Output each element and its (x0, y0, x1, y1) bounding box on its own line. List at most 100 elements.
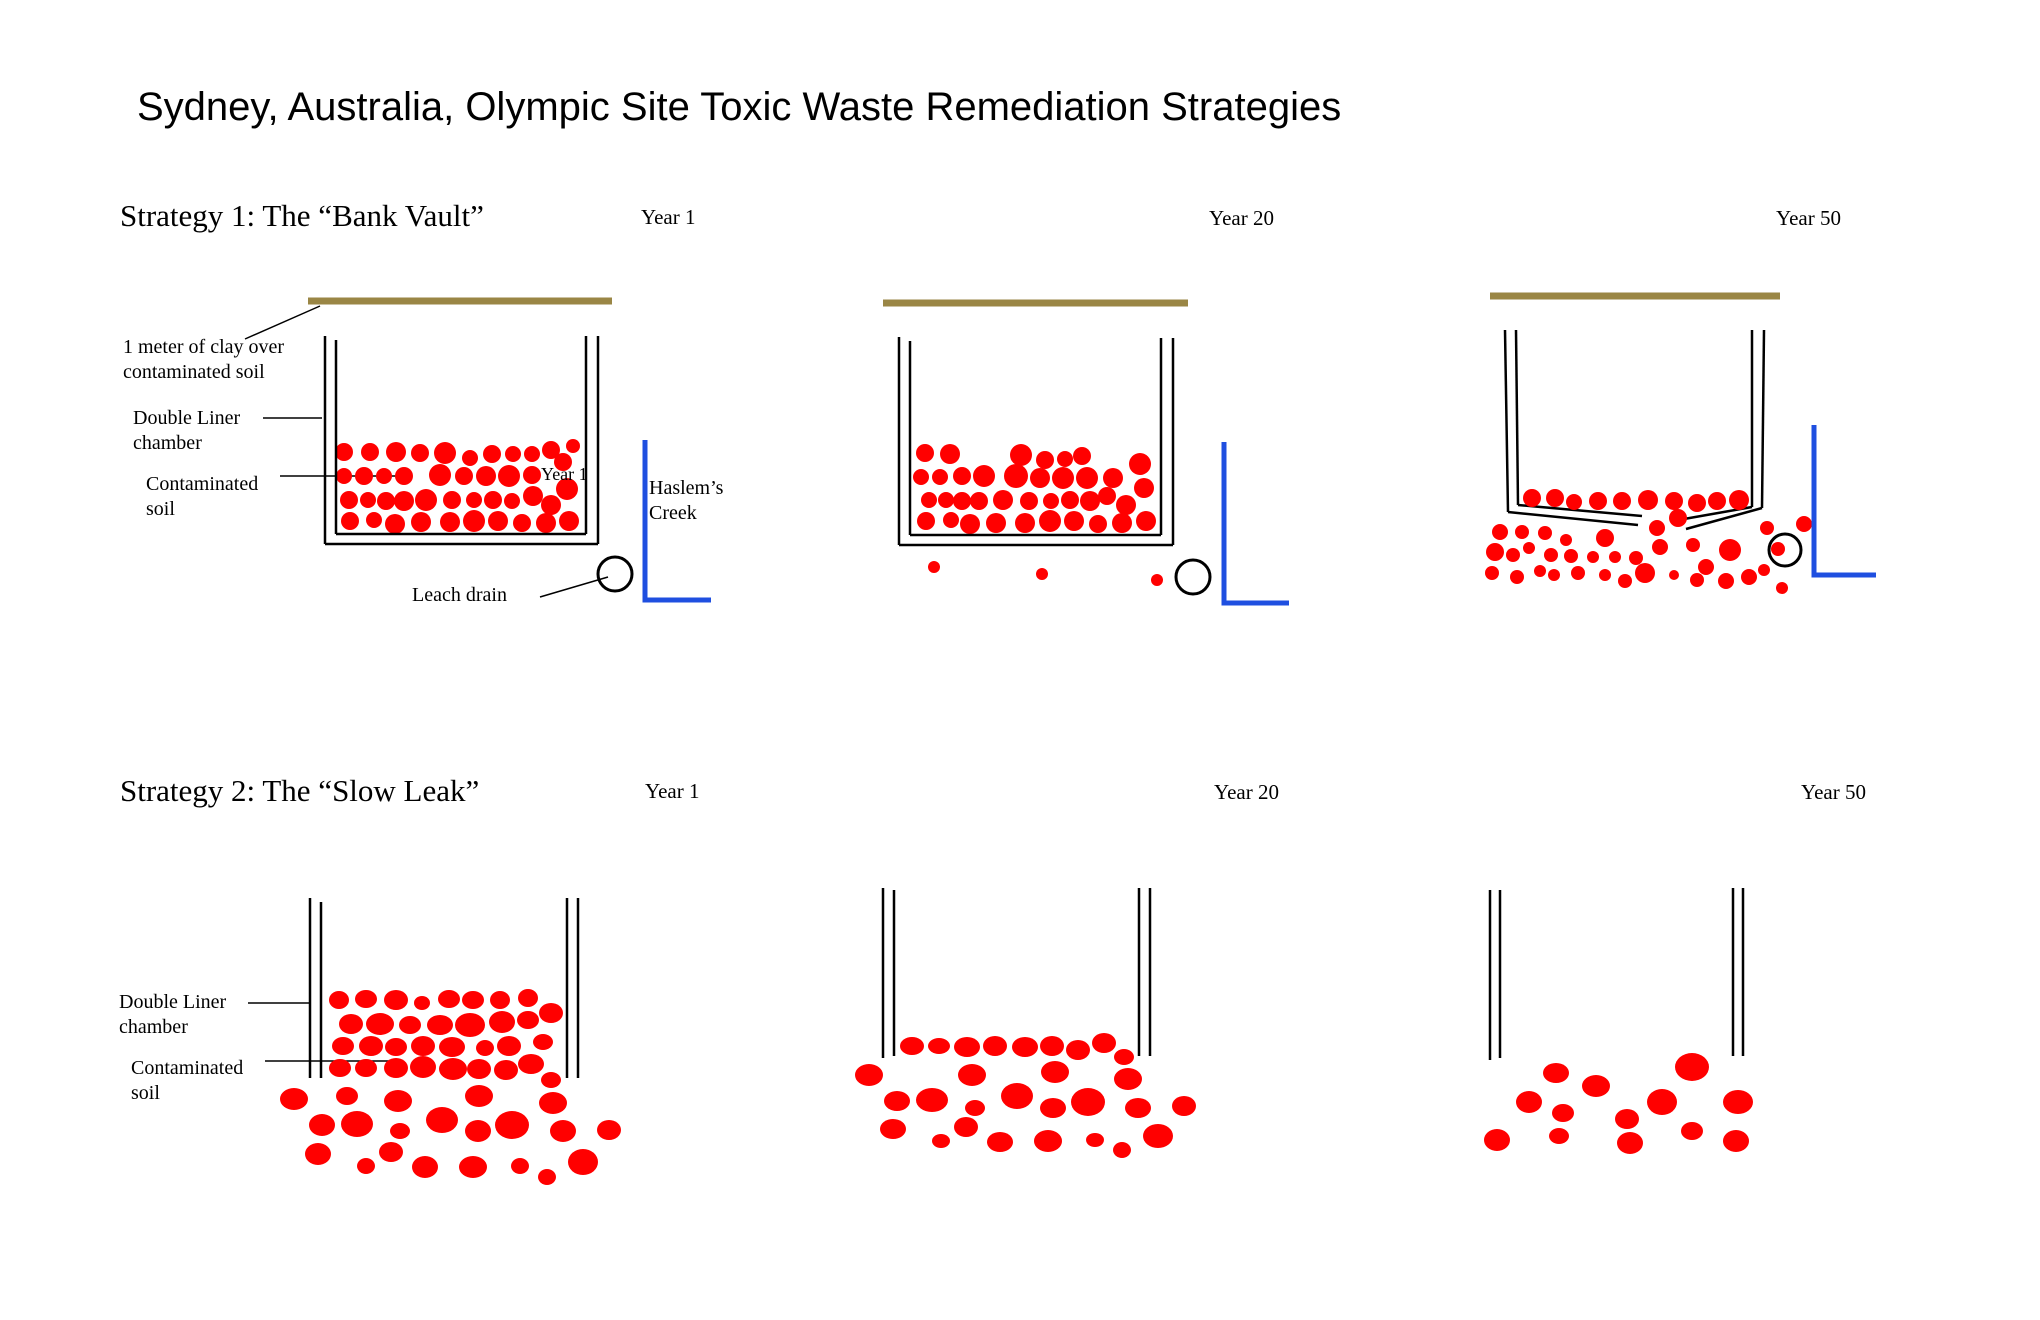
soil-particle (439, 1037, 465, 1057)
soil-particle (1098, 487, 1116, 505)
soil-particle (559, 511, 579, 531)
soil-leak-particle (1647, 1089, 1677, 1115)
soil-leak-particle (1151, 574, 1163, 586)
soil-particle (434, 442, 456, 464)
soil-leak-particle (305, 1143, 331, 1165)
soil-leak-particle (1741, 569, 1757, 585)
soil-particle (1112, 513, 1132, 533)
soil-leak-particle (1609, 551, 1621, 563)
s1-year20-panel (883, 299, 1289, 606)
soil-leak-particle (1587, 551, 1599, 563)
soil-leak-particle (1723, 1130, 1749, 1152)
soil-leak-particle (884, 1091, 910, 1111)
soil-leak-particle (1041, 1061, 1069, 1083)
soil-particle (438, 990, 460, 1008)
soil-particle (953, 492, 971, 510)
soil-particle (954, 1037, 980, 1057)
soil-particle (384, 990, 408, 1010)
soil-particle (427, 1015, 453, 1035)
soil-particle (361, 443, 379, 461)
creek-label: Haslem’s Creek (649, 476, 723, 526)
soil-particle (518, 1054, 544, 1074)
soil-leak-particle (1617, 1132, 1643, 1154)
soil-particle (917, 512, 935, 530)
soil-particle (411, 512, 431, 532)
soil-leak-particle (1515, 525, 1529, 539)
soil-leak-particle (1034, 1130, 1062, 1152)
s1-soil-label-line2: soil (146, 498, 175, 520)
s2-soil-label-line2: soil (131, 1082, 160, 1104)
soil-particle (928, 1038, 950, 1054)
soil-particle (1076, 467, 1098, 489)
soil-particle (1665, 492, 1683, 510)
soil-leak-particle (1113, 1142, 1131, 1158)
soil-leak-particle (916, 1088, 948, 1112)
soil-particle (504, 493, 520, 509)
soil-leak-particle (1040, 1098, 1066, 1118)
soil-leak-particle (1629, 551, 1643, 565)
s1-year1-panel: Year 1 (244, 297, 711, 603)
s1y50-leach-drain (1767, 532, 1803, 568)
soil-leak-particle (1675, 1053, 1709, 1081)
soil-particle (366, 1013, 394, 1035)
soil-particle (986, 513, 1006, 533)
soil-particle (359, 1036, 383, 1056)
soil-leak-particle (357, 1158, 375, 1174)
soil-particle (340, 491, 358, 509)
soil-leak-particle (1776, 582, 1788, 594)
soil-leak-particle (1718, 573, 1734, 589)
soil-particle (443, 491, 461, 509)
soil-leak-particle (412, 1156, 438, 1178)
soil-leak-particle (1114, 1068, 1142, 1090)
soil-leak-particle (336, 1087, 358, 1105)
soil-particle (1073, 447, 1091, 465)
soil-leak-particle (1758, 564, 1770, 576)
soil-particle (1039, 510, 1061, 532)
soil-particle (339, 1014, 363, 1034)
soil-particle (536, 513, 556, 533)
strategy1-heading: Strategy 1: The “Bank Vault” (120, 198, 484, 233)
soil-leak-particle (1669, 570, 1679, 580)
soil-particle (1080, 491, 1100, 511)
strategy2-year-50-label: Year 50 (1801, 780, 1866, 804)
s1y1-inner-year-label: Year 1 (541, 464, 588, 484)
soil-leak-particle (511, 1158, 529, 1174)
strategy2-heading: Strategy 2: The “Slow Leak” (120, 773, 480, 808)
soil-leak-particle (465, 1120, 491, 1142)
soil-particle (394, 491, 414, 511)
soil-leak-particle (384, 1090, 412, 1112)
soil-leak-particle (1543, 1063, 1569, 1083)
soil-particle (1066, 1040, 1090, 1060)
soil-leak-particle (1723, 1090, 1753, 1114)
soil-leak-particle (1548, 569, 1560, 581)
soil-leak-particle (1635, 563, 1655, 583)
soil-particle (494, 1060, 518, 1080)
soil-leak-particle (568, 1149, 598, 1175)
soil-leak-particle (379, 1142, 403, 1162)
soil-particle (1546, 489, 1564, 507)
soil-leak-particle (1506, 548, 1520, 562)
soil-particle (513, 514, 531, 532)
s2y50-contaminated-soil (1484, 1053, 1753, 1154)
soil-particle (541, 495, 561, 515)
soil-particle (489, 1011, 515, 1033)
leach-drain-label: Leach drain (412, 584, 507, 606)
soil-particle (523, 466, 541, 484)
soil-particle (913, 469, 929, 485)
strategy1-year-20-label: Year 20 (1209, 206, 1274, 230)
soil-particle (970, 492, 988, 510)
soil-particle (497, 1036, 521, 1056)
soil-leak-particle (1686, 538, 1700, 552)
s2-year20-panel (855, 888, 1196, 1158)
s1-soil-label: Contaminated soil (146, 472, 258, 522)
soil-particle (1020, 492, 1038, 510)
soil-leak-particle (1652, 539, 1668, 555)
soil-particle (973, 465, 995, 487)
soil-particle (523, 486, 543, 506)
s1-liner-label: Double Liner chamber (133, 406, 240, 456)
soil-leak-particle (1698, 559, 1714, 575)
soil-leak-particle (1172, 1096, 1196, 1116)
soil-particle (488, 511, 508, 531)
soil-particle (429, 464, 451, 486)
